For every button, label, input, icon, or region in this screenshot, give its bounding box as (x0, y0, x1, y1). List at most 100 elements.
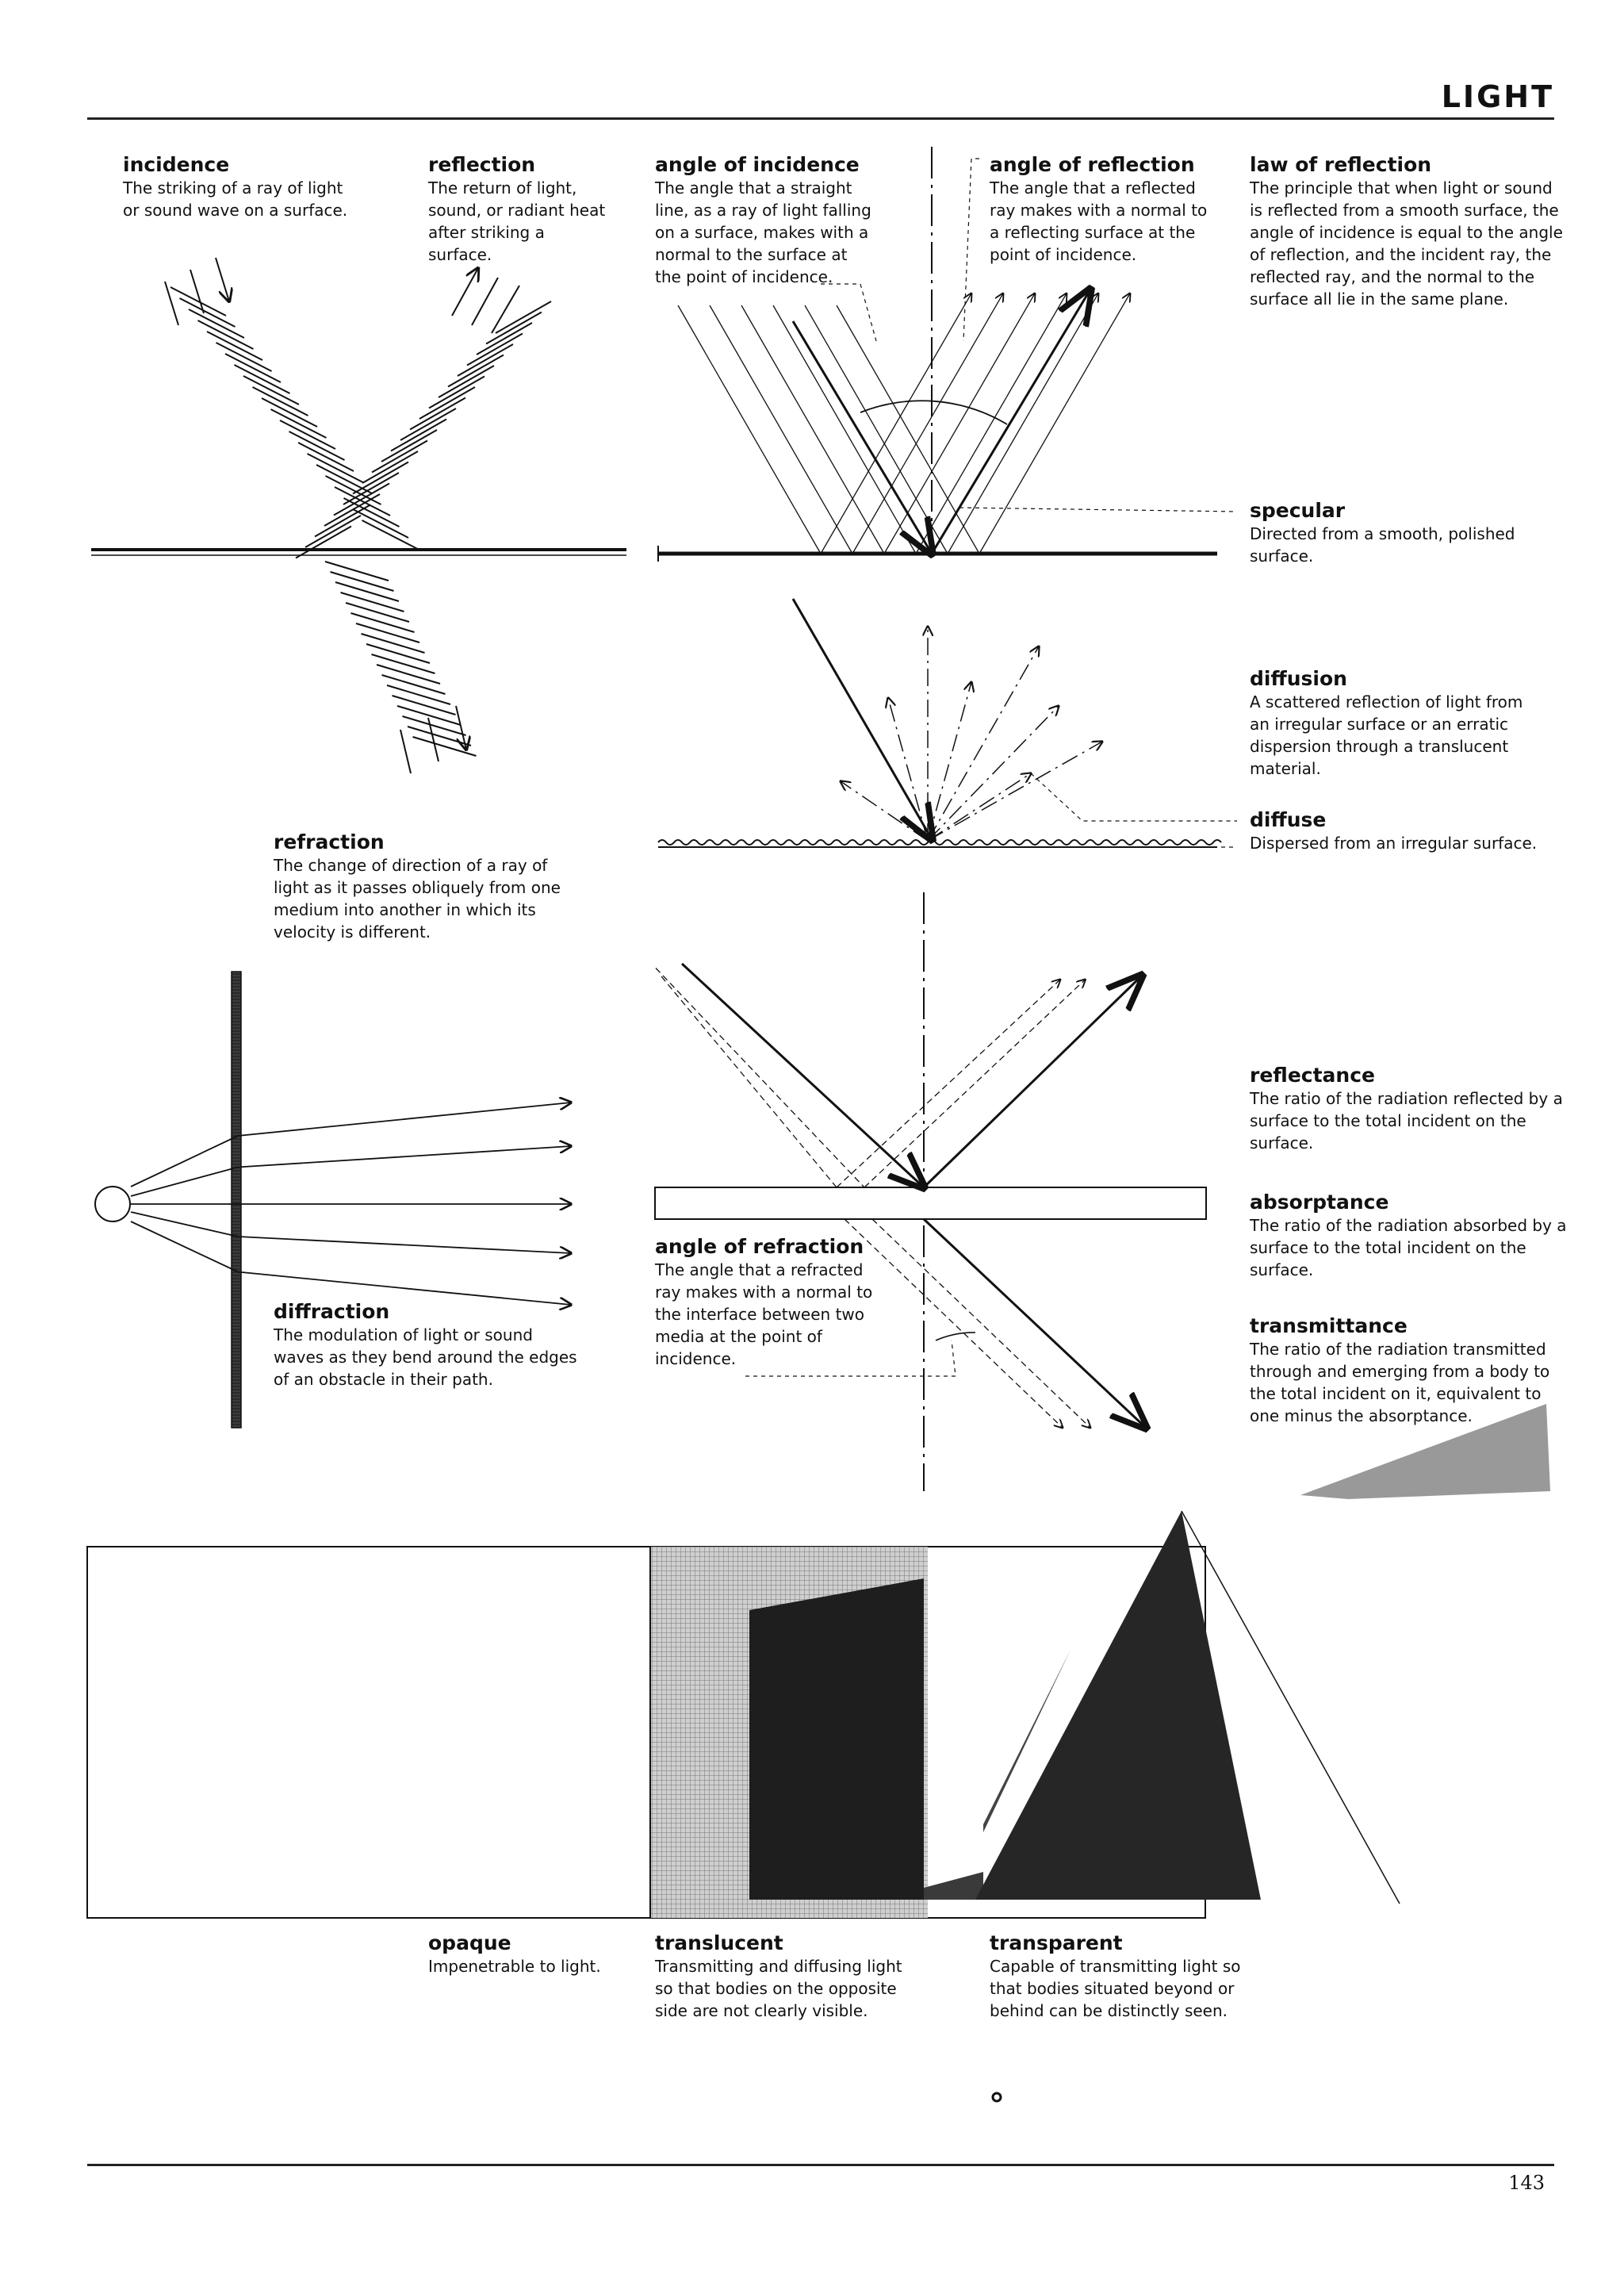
ray-line (316, 464, 373, 494)
term-definition: Dispersed from an irregular surface. (1250, 834, 1538, 853)
ray-line (362, 451, 419, 484)
term-definition: The striking of a ray of light or sound … (123, 178, 348, 220)
ray-line (297, 442, 354, 472)
term-title: reflection (428, 153, 536, 176)
ray-line (927, 682, 971, 842)
ray-line (947, 293, 1098, 554)
ray-line (476, 322, 533, 355)
term-absorptance: absorptance The ratio of the radiation a… (1250, 1190, 1567, 1281)
ray-line (304, 515, 362, 548)
ray-line (179, 297, 236, 328)
diffusion-diagram (657, 598, 1237, 847)
ray-line (871, 1218, 1090, 1428)
term-definition: The ratio of the radiation absorbed by a… (1250, 1216, 1567, 1279)
term-definition: The principle that when light or sound i… (1250, 178, 1563, 309)
term-title: diffuse (1250, 808, 1327, 831)
term-definition: The ratio of the radiation transmitted t… (1250, 1340, 1550, 1425)
ray-line (289, 431, 345, 461)
ray-line (883, 293, 1035, 554)
term-title: incidence (123, 153, 230, 176)
term-definition: The ratio of the radiation reflected by … (1250, 1089, 1563, 1152)
ray-line (130, 1211, 571, 1253)
incidence-reflection-refraction-diagram (91, 258, 626, 774)
ray-line (279, 420, 336, 450)
ray-line (495, 301, 552, 334)
term-title: angle of reflection (990, 153, 1195, 176)
ray-line (661, 976, 837, 1188)
ray-line (864, 980, 1086, 1188)
ray-line (314, 504, 371, 538)
term-title: specular (1250, 499, 1346, 522)
ray-line (371, 654, 435, 674)
bottom-rule (87, 2164, 1554, 2166)
term-definition: Impenetrable to light. (428, 1957, 601, 1976)
term-title: transparent (990, 1931, 1123, 1954)
ray-line (206, 331, 263, 361)
section-title: LIGHT (1441, 79, 1554, 114)
term-title: transmittance (1250, 1314, 1408, 1337)
ray-line (927, 706, 1059, 842)
top-rule (87, 117, 1554, 120)
term-definition: Directed from a smooth, polished surface… (1250, 524, 1515, 566)
ray-line (130, 1146, 571, 1197)
ray-line (270, 408, 327, 439)
ray-line (804, 305, 948, 554)
term-definition: A scattered reflection of light from an … (1250, 692, 1523, 778)
ray-line (888, 698, 929, 842)
ray-line (852, 293, 1003, 554)
ray-line (334, 486, 391, 516)
ray-line (307, 453, 363, 483)
ray-line (741, 305, 885, 554)
ray-line (130, 1221, 571, 1305)
ray-line (772, 305, 917, 554)
ray-line (295, 525, 352, 559)
ray-line (927, 773, 1031, 842)
ray-line (655, 968, 865, 1188)
ray-line (340, 592, 404, 612)
ray-line (390, 418, 447, 452)
ray-line (216, 342, 272, 372)
term-definition: The modulation of light or sound waves a… (274, 1325, 577, 1389)
ray-line (234, 364, 290, 394)
ray-line (333, 482, 390, 516)
term-definition: The angle that a straight line, as a ray… (655, 178, 871, 286)
ray-line (709, 305, 853, 554)
ray-line (243, 375, 300, 405)
ray-line (261, 397, 318, 428)
ray-line (130, 1103, 571, 1187)
term-reflectance: reflectance The ratio of the radiation r… (1250, 1063, 1563, 1154)
ray-line (361, 633, 425, 654)
ray-line (927, 742, 1102, 842)
ray-line (355, 623, 420, 643)
term-refraction: refraction The change of direction of a … (274, 830, 561, 943)
ray-line (915, 293, 1067, 554)
ray-line (345, 602, 410, 623)
term-title: reflectance (1250, 1064, 1375, 1087)
ray-line (352, 461, 409, 495)
ray-line (396, 705, 462, 726)
ray-line (325, 475, 381, 505)
term-diffraction: diffraction The modulation of light or s… (274, 1299, 577, 1390)
term-title: opaque (428, 1931, 511, 1954)
term-incidence: incidence The striking of a ray of light… (123, 152, 347, 221)
ray-line (381, 674, 446, 695)
term-title: diffraction (274, 1300, 390, 1323)
ray-line (252, 386, 308, 416)
ray-line (170, 286, 227, 316)
ray-line (343, 472, 400, 505)
ray-line (402, 715, 466, 736)
ray-line (466, 332, 523, 366)
term-diffusion: diffusion A scattered reflection of ligh… (1250, 666, 1522, 780)
ray-line (362, 520, 418, 550)
ray-line (419, 386, 476, 420)
term-definition: The change of direction of a ray of ligh… (274, 856, 561, 941)
ray-line (197, 320, 254, 350)
term-law-of-reflection: law of reflection The principle that whe… (1250, 152, 1563, 310)
diffraction-diagram (94, 971, 571, 1429)
term-opaque: opaque Impenetrable to light. (428, 1931, 601, 1977)
term-angle-of-refraction: angle of refraction The angle that a ref… (655, 1234, 872, 1370)
ray-line (386, 685, 451, 705)
ray-line (438, 365, 495, 398)
ray-line (343, 497, 400, 527)
ray-line (400, 408, 457, 441)
